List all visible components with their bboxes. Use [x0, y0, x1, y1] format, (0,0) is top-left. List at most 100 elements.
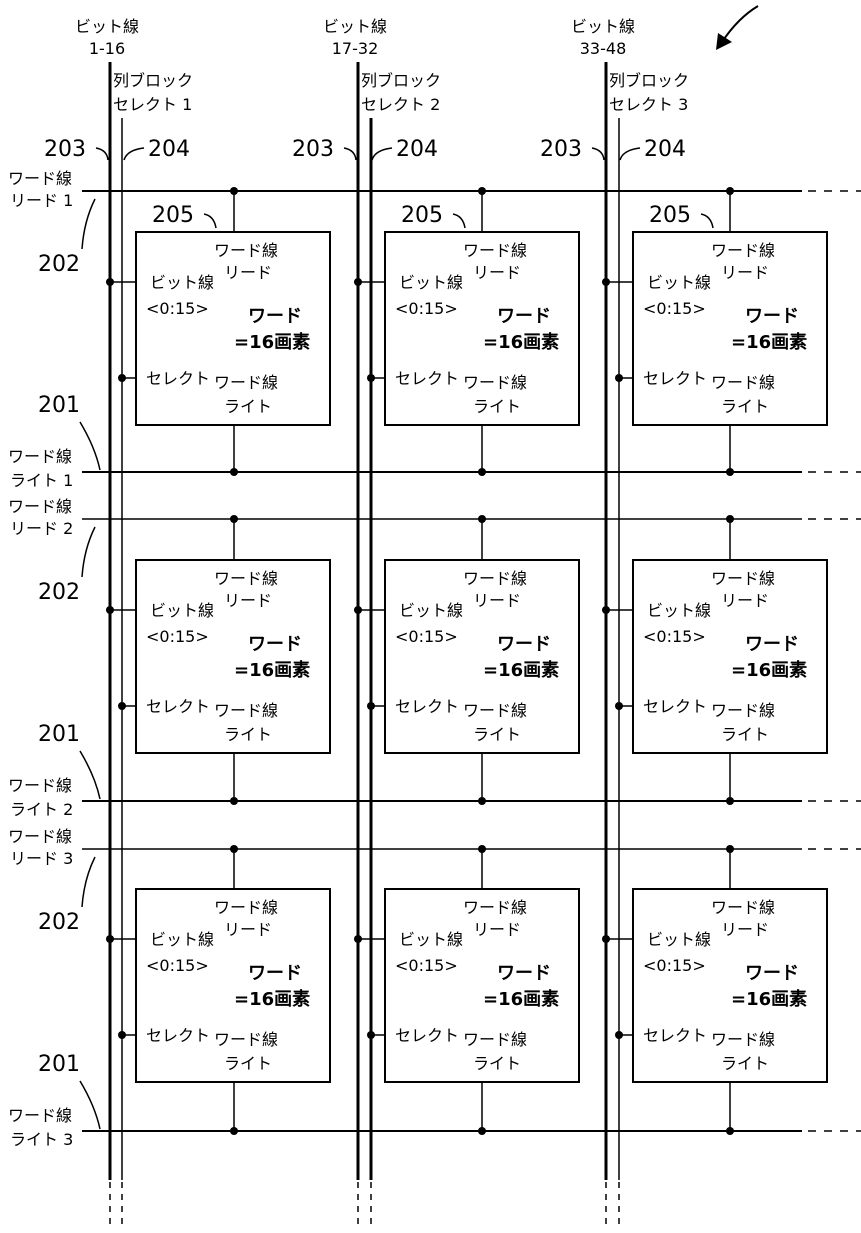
cell-read-label: ワード線 — [214, 898, 278, 917]
cell-bit-range: <0:15> — [395, 299, 458, 318]
cell-bit-label: ビット線 — [399, 930, 463, 949]
cell-word-pixels: =16画素 — [234, 660, 310, 681]
cell-word-pixels: =16画素 — [483, 989, 559, 1010]
read-line-label: ワード線 — [8, 827, 72, 846]
cell-read-label: リード — [473, 591, 521, 610]
junction-dot — [726, 845, 734, 853]
junction-dot — [118, 702, 126, 710]
cell-write-label: ワード線 — [463, 701, 527, 720]
junction-dot — [118, 374, 126, 382]
cell-bit-label: ビット線 — [150, 273, 214, 292]
cell-write-label: ワード線 — [711, 1030, 775, 1049]
cell-write-label: ライト — [721, 725, 769, 744]
junction-dot — [230, 1127, 238, 1135]
leader-203 — [344, 148, 356, 160]
ref-203: 203 — [540, 137, 582, 162]
cell-read-label: リード — [224, 591, 272, 610]
cell-select-label: セレクト — [395, 369, 459, 388]
bit-line-title: ビット線 — [323, 17, 387, 36]
junction-dot — [726, 515, 734, 523]
leader-205 — [204, 214, 216, 228]
bit-line-title: ビット線 — [75, 17, 139, 36]
junction-dot — [230, 187, 238, 195]
cell-select-label: セレクト — [643, 1026, 707, 1045]
cell-word-pixels: =16画素 — [731, 332, 807, 353]
cell-word-pixels: =16画素 — [483, 660, 559, 681]
cell-write-label: ライト — [721, 1054, 769, 1073]
cell-select-label: セレクト — [146, 697, 210, 716]
cell-write-label: ライト — [721, 397, 769, 416]
junction-dot — [367, 1031, 375, 1039]
cell-read-label: リード — [224, 920, 272, 939]
junction-dot — [615, 1031, 623, 1039]
read-line-label: ワード線 — [8, 497, 72, 516]
leader-203 — [592, 148, 604, 160]
cell-write-label: ワード線 — [214, 373, 278, 392]
cell-word-pixels: =16画素 — [234, 332, 310, 353]
cell-read-label: リード — [224, 263, 272, 282]
cell-word-pixels: =16画素 — [234, 989, 310, 1010]
cell-write-label: ライト — [224, 397, 272, 416]
cell-bit-range: <0:15> — [395, 627, 458, 646]
cell-bit-label: ビット線 — [647, 601, 711, 620]
junction-dot — [726, 468, 734, 476]
cell-read-label: ワード線 — [711, 569, 775, 588]
cell-bit-label: ビット線 — [399, 601, 463, 620]
read-line-label: リード 3 — [10, 849, 73, 868]
ref-204: 204 — [148, 137, 190, 162]
cell-select-label: セレクト — [146, 369, 210, 388]
junction-dot — [354, 606, 362, 614]
cell-read-label: リード — [721, 591, 769, 610]
cell-write-label: ライト — [224, 1054, 272, 1073]
cell-select-label: セレクト — [395, 697, 459, 716]
junction-dot — [478, 187, 486, 195]
cell-read-label: ワード線 — [711, 241, 775, 260]
junction-dot — [118, 1031, 126, 1039]
leader-205 — [701, 214, 713, 228]
leader-204 — [124, 148, 144, 160]
cell-read-label: リード — [721, 263, 769, 282]
junction-dot — [230, 845, 238, 853]
column-select-label: 列ブロック — [361, 71, 441, 90]
cell-bit-label: ビット線 — [647, 273, 711, 292]
cell-bit-label: ビット線 — [647, 930, 711, 949]
cell-select-label: セレクト — [643, 369, 707, 388]
leader-202 — [82, 857, 95, 907]
junction-dot — [478, 468, 486, 476]
figure-arrow — [722, 6, 758, 42]
cell-read-label: ワード線 — [463, 569, 527, 588]
bit-line-title: ビット線 — [571, 17, 635, 36]
junction-dot — [602, 935, 610, 943]
ref-202: 202 — [38, 910, 80, 935]
cell-word-label: ワード — [497, 963, 551, 984]
cell-write-label: ライト — [473, 725, 521, 744]
cell-read-label: ワード線 — [711, 898, 775, 917]
bit-line-range: 17-32 — [332, 39, 379, 58]
cell-word-label: ワード — [248, 306, 302, 327]
junction-dot — [230, 468, 238, 476]
leader-202 — [82, 199, 95, 249]
leader-204 — [372, 148, 392, 160]
column-select-label: セレクト 1 — [113, 95, 192, 114]
cell-write-label: ライト — [473, 397, 521, 416]
ref-205: 205 — [152, 203, 194, 228]
cell-write-label: ワード線 — [463, 373, 527, 392]
leader-202 — [82, 527, 95, 577]
cell-word-label: ワード — [497, 306, 551, 327]
junction-dot — [367, 702, 375, 710]
junction-dot — [726, 1127, 734, 1135]
leader-205 — [453, 214, 465, 228]
ref-201: 201 — [38, 393, 80, 418]
junction-dot — [478, 797, 486, 805]
cell-bit-label: ビット線 — [399, 273, 463, 292]
junction-dot — [478, 1127, 486, 1135]
junction-dot — [106, 935, 114, 943]
cell-read-label: ワード線 — [463, 241, 527, 260]
ref-203: 203 — [292, 137, 334, 162]
junction-dot — [106, 278, 114, 286]
figure-arrowhead — [716, 33, 732, 50]
cell-bit-range: <0:15> — [146, 956, 209, 975]
write-line-label: ワード線 — [8, 1106, 72, 1125]
cell-word-label: ワード — [497, 634, 551, 655]
junction-dot — [726, 187, 734, 195]
